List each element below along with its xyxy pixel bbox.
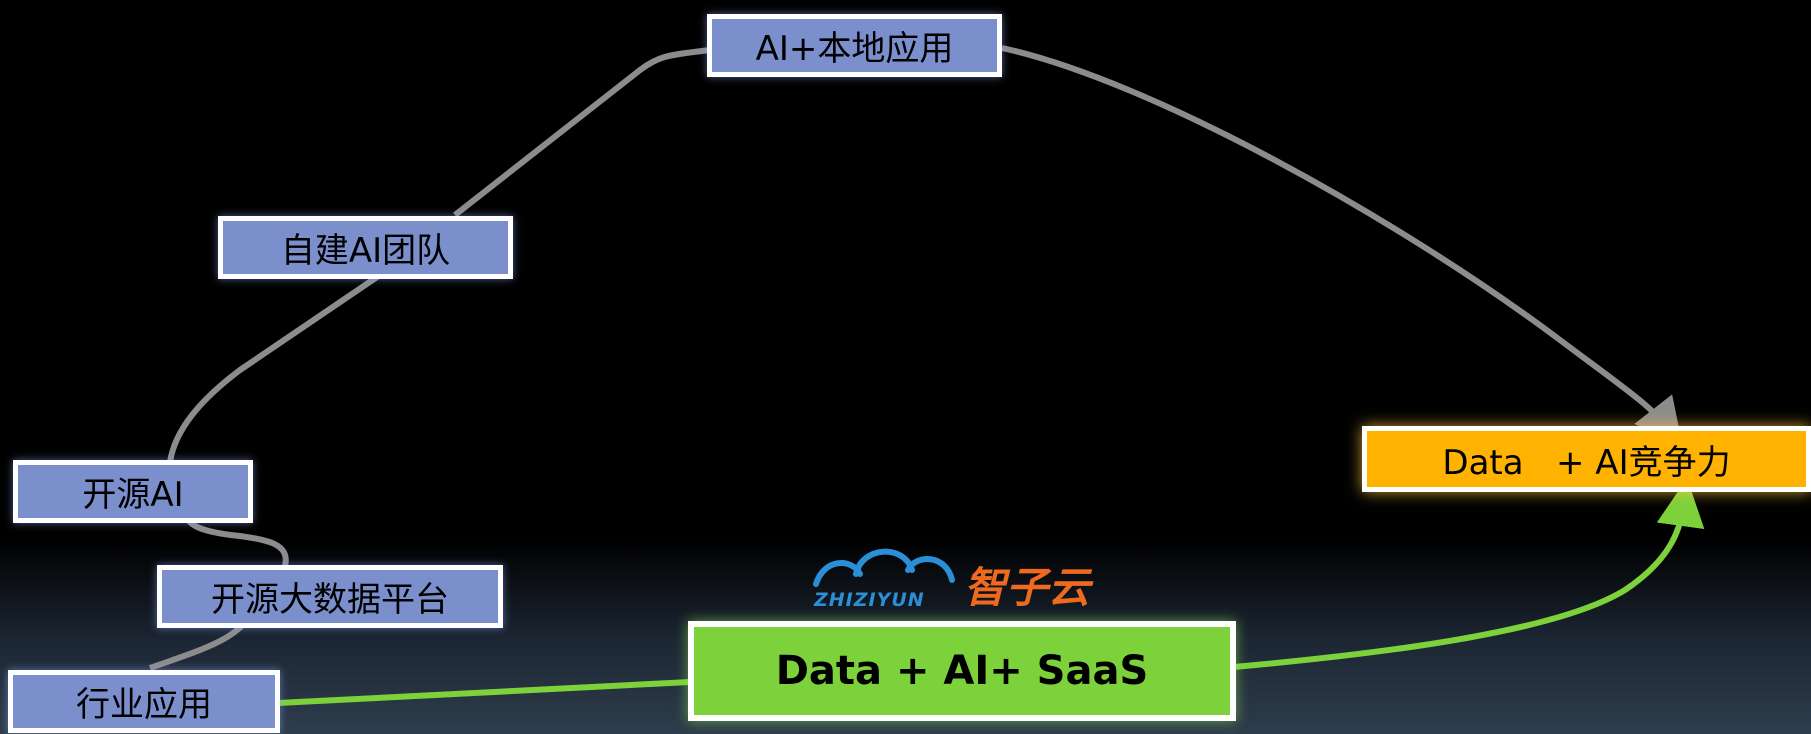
node-industry-application: 行业应用 [8, 670, 280, 733]
node-open-bigdata-platform-label: 开源大数据平台 [211, 580, 449, 620]
node-open-source-ai-label: 开源AI [82, 475, 184, 515]
node-self-built-ai-team: 自建AI团队 [218, 216, 513, 279]
gray-curve-openai-to-team [167, 272, 382, 463]
node-ai-local-app-label: AI+本地应用 [755, 29, 954, 69]
node-industry-application-label: 行业应用 [76, 685, 212, 725]
node-data-ai-saas-label: Data + AI+ SaaS [775, 648, 1149, 694]
green-curve-saas-to-competitiveness [1233, 478, 1705, 670]
node-open-source-ai: 开源AI [13, 460, 253, 523]
cloud-icon [813, 548, 955, 587]
logo-chinese-text: 智子云 [964, 563, 1094, 612]
zhiziyun-logo: ZHIZIYUN 智子云 [813, 548, 1094, 612]
gray-curve-ailocal-to-competitiveness [1001, 45, 1683, 447]
node-data-ai-saas: Data + AI+ SaaS [688, 621, 1236, 721]
node-self-built-ai-team-label: 自建AI团队 [280, 231, 451, 271]
node-open-bigdata-platform: 开源大数据平台 [157, 565, 503, 628]
logo-latin-text: ZHIZIYUN [813, 589, 925, 611]
green-line-industry-to-saas [277, 679, 691, 706]
node-ai-local-app: AI+本地应用 [707, 14, 1002, 77]
gray-curve-team-to-ailocal [453, 47, 711, 218]
node-data-ai-competitiveness-label: Data + AI竞争力 [1442, 442, 1731, 483]
node-data-ai-competitiveness: Data + AI竞争力 [1362, 426, 1811, 492]
